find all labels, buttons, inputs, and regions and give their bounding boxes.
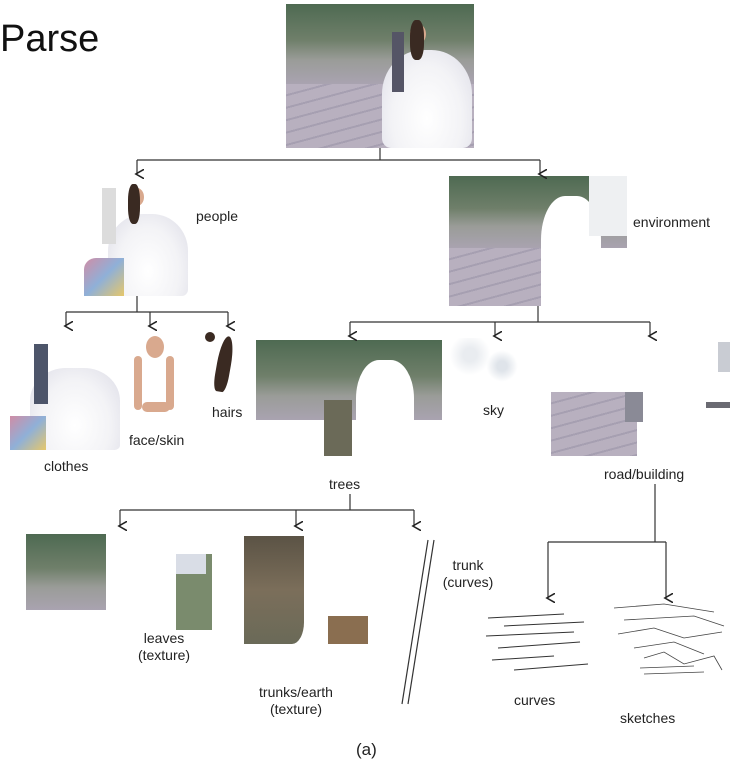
clothes-image <box>10 338 120 450</box>
node-label-hairs: hairs <box>212 404 243 420</box>
leaves-sublabel: (texture) <box>137 647 191 663</box>
hairs-image <box>203 330 243 396</box>
trunk-label: trunk <box>452 557 484 573</box>
node-label-road-building: road/building <box>604 466 685 482</box>
environment-image <box>449 176 627 306</box>
node-label-trunk: trunk (curves) <box>432 557 504 591</box>
face-skin-image <box>126 330 182 420</box>
sky-image <box>446 338 526 394</box>
trunks-earth-sublabel: (texture) <box>269 701 323 717</box>
node-label-people: people <box>196 208 239 224</box>
trunk-curve-2 <box>407 539 435 705</box>
node-label-sky: sky <box>483 402 504 418</box>
scene-image <box>286 4 474 148</box>
figure-caption: (a) <box>356 740 377 759</box>
node-label-trunks-earth: trunks/earth (texture) <box>246 684 346 718</box>
road-image <box>551 392 643 456</box>
node-label-trees: trees <box>329 476 361 492</box>
node-label-environment: environment <box>633 214 711 230</box>
node-label-face-skin: face/skin <box>129 432 185 448</box>
people-image <box>80 178 188 296</box>
node-label-curves: curves <box>514 692 556 708</box>
building-fragment-image <box>704 340 731 412</box>
diagram-title: Parse <box>0 18 100 60</box>
node-label-clothes: clothes <box>44 458 89 474</box>
node-label-sketches: sketches <box>620 710 676 726</box>
trunk-curve-1 <box>401 539 429 705</box>
trunks-earth-image <box>238 536 368 644</box>
trunks-earth-label: trunks/earth <box>259 684 333 700</box>
trees-image <box>256 340 442 456</box>
leaves-image <box>26 534 216 630</box>
node-label-leaves: leaves (texture) <box>124 630 204 664</box>
curves-image <box>484 604 594 684</box>
sketches-image <box>604 598 730 680</box>
leaves-label: leaves <box>143 630 185 646</box>
trunk-sublabel: (curves) <box>442 574 494 590</box>
